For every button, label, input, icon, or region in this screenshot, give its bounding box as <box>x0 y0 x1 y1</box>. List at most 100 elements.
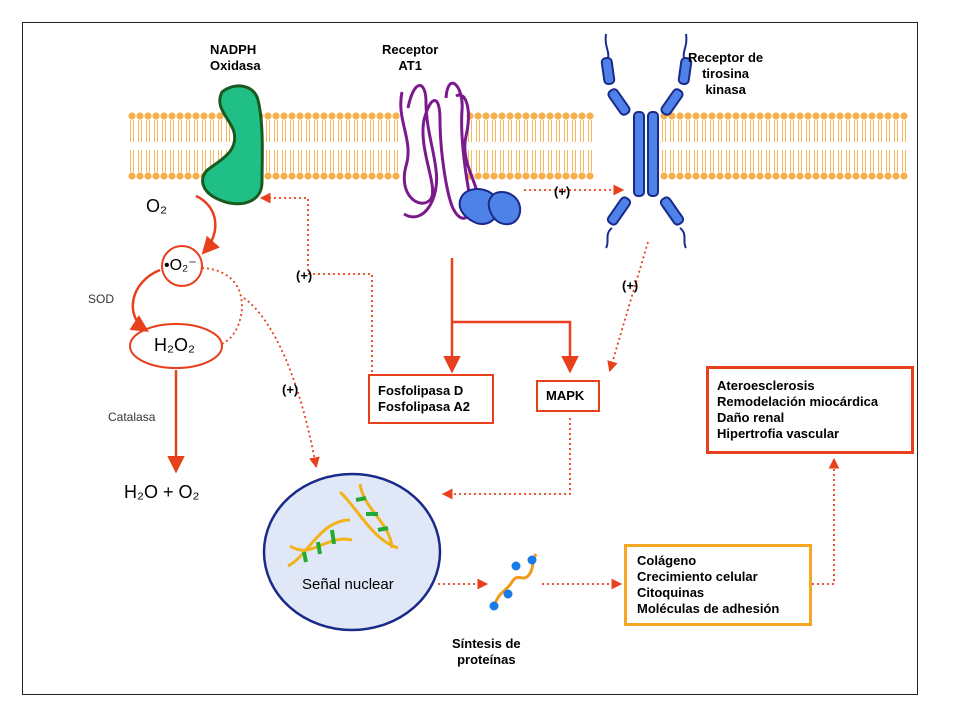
lipid-head <box>144 172 152 180</box>
lipid-head <box>844 112 852 120</box>
lipid-tail <box>338 150 342 172</box>
lipid-head <box>336 172 344 180</box>
plus-label-4: (+) <box>282 382 299 397</box>
lipid-tail <box>782 120 786 142</box>
lipid-head <box>184 172 192 180</box>
lipid-head <box>482 112 490 120</box>
lipid-head <box>748 172 756 180</box>
effects-box: Colágeno Crecimiento celular Citoquinas … <box>624 544 812 626</box>
lipid-head <box>506 172 514 180</box>
lipid-head <box>160 112 168 120</box>
lipid-head <box>514 112 522 120</box>
lipid-head <box>756 112 764 120</box>
lipid-tail <box>532 120 536 142</box>
superoxide-label: •O₂⁻ <box>164 257 197 274</box>
lipid-tail <box>564 120 568 142</box>
effect-line: Crecimiento celular <box>637 569 758 584</box>
lipid-head <box>152 112 160 120</box>
lipid-tail <box>306 120 310 142</box>
lipid-tail <box>878 150 882 172</box>
dotted-rtk-to-mapk <box>607 241 649 373</box>
lipid-tail <box>556 120 560 142</box>
lipid-head <box>264 112 272 120</box>
lipid-head <box>192 112 200 120</box>
lipid-head <box>312 112 320 120</box>
lipid-head <box>740 172 748 180</box>
lipid-tail <box>662 150 666 172</box>
lipid-tail <box>822 150 826 172</box>
disease-line: Remodelación miocárdica <box>717 394 879 409</box>
lipid-head <box>780 112 788 120</box>
lipid-head <box>136 172 144 180</box>
lipid-tail <box>370 120 374 142</box>
lipid-head <box>498 112 506 120</box>
h2o2-label: H₂O₂ <box>154 335 195 355</box>
lipid-tail <box>742 120 746 142</box>
superoxide-circle <box>161 245 203 287</box>
lipid-head <box>384 172 392 180</box>
lipid-head <box>700 172 708 180</box>
dotted-plc-to-nadph <box>259 192 373 372</box>
lipid-head <box>732 172 740 180</box>
lipid-tail <box>894 120 898 142</box>
lipid-tail <box>750 150 754 172</box>
lipid-tail <box>394 120 398 142</box>
lipid-head <box>474 172 482 180</box>
catalasa-label: Catalasa <box>108 410 156 424</box>
lipid-tail <box>516 150 520 172</box>
lipid-head <box>780 172 788 180</box>
lipid-tail <box>862 120 866 142</box>
lipid-tail <box>588 150 592 172</box>
rtk-receptor-shape <box>600 33 693 249</box>
lipid-tail <box>806 120 810 142</box>
lipid-tail <box>476 120 480 142</box>
lipid-head <box>586 172 594 180</box>
lipid-tail <box>362 120 366 142</box>
lipid-tail <box>266 120 270 142</box>
lipid-head <box>376 172 384 180</box>
lipid-tail <box>854 150 858 172</box>
lipid-head <box>144 112 152 120</box>
lipid-tail <box>194 150 198 172</box>
lipid-tail <box>484 150 488 172</box>
lipid-head <box>852 112 860 120</box>
fosfolipasa-line: Fosfolipasa D <box>378 383 464 398</box>
lipid-head <box>868 172 876 180</box>
lipid-tail <box>710 150 714 172</box>
lipid-tail <box>508 120 512 142</box>
lipid-tail <box>862 150 866 172</box>
lipid-tail <box>702 120 706 142</box>
lipid-head <box>684 112 692 120</box>
lipid-head <box>732 112 740 120</box>
lipid-tail <box>306 150 310 172</box>
lipid-head <box>514 172 522 180</box>
lipid-head <box>836 112 844 120</box>
lipid-head <box>200 112 208 120</box>
lipid-head <box>128 112 136 120</box>
lipid-tail <box>766 150 770 172</box>
lipid-head <box>570 112 578 120</box>
lipid-head <box>676 112 684 120</box>
at1-receptor-shape <box>399 81 480 220</box>
plus-label-1: (+) <box>296 268 313 283</box>
lipid-tail <box>266 150 270 172</box>
fosfolipasa-line: Fosfolipasa A2 <box>378 399 470 414</box>
lipid-head <box>772 172 780 180</box>
lipid-head <box>304 112 312 120</box>
lipid-head <box>392 112 400 120</box>
lipid-tail <box>298 120 302 142</box>
lipid-head <box>538 112 546 120</box>
lipid-head <box>360 172 368 180</box>
lipid-tail <box>322 150 326 172</box>
lipid-head <box>490 172 498 180</box>
lipid-head <box>578 172 586 180</box>
lipid-tail <box>338 120 342 142</box>
lipid-head <box>708 112 716 120</box>
lipid-head <box>900 172 908 180</box>
lipid-head <box>562 112 570 120</box>
lipid-head <box>176 172 184 180</box>
lipid-tail <box>492 120 496 142</box>
lipid-head <box>320 172 328 180</box>
lipid-head <box>804 172 812 180</box>
lipid-head <box>530 112 538 120</box>
